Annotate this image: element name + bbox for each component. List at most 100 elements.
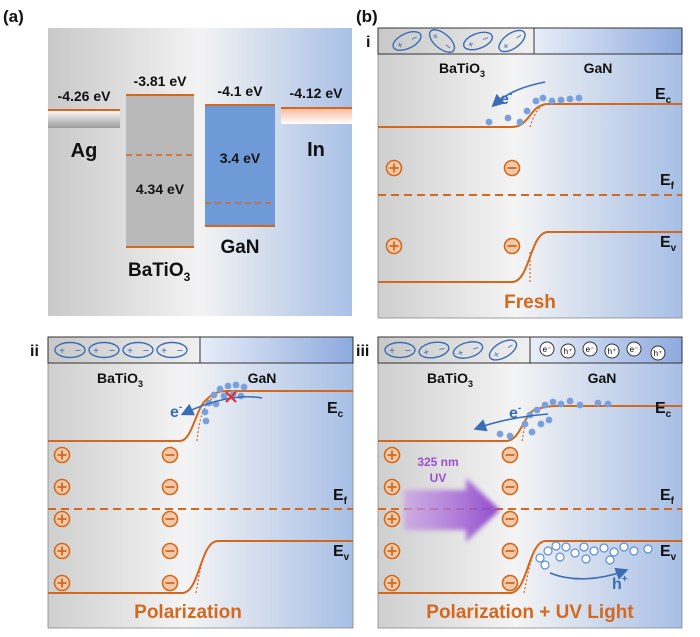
panel-ii-background bbox=[47, 336, 354, 629]
caption-polarization: Polarization bbox=[134, 602, 242, 623]
batio3-region-label: BaTiO3 bbox=[439, 60, 485, 79]
electron-flow-arrow bbox=[180, 395, 263, 416]
positive-charge-icon bbox=[383, 542, 401, 560]
ev-label: Ev bbox=[660, 543, 677, 563]
electron-label: e- bbox=[170, 402, 182, 421]
electron-cloud bbox=[496, 397, 612, 440]
panel-i-background bbox=[377, 27, 683, 319]
batio3-gap-value: 4.34 eV bbox=[136, 181, 185, 197]
electron-cloud bbox=[485, 94, 583, 126]
carrier-icons: e⁻ h⁺ e⁻ h⁺ e⁻ h⁺ bbox=[539, 341, 666, 361]
gan-top-value: -4.1 eV bbox=[217, 83, 263, 99]
negative-charge-icon bbox=[501, 446, 519, 464]
ev-label: Ev bbox=[333, 543, 350, 563]
electron-label: e- bbox=[500, 89, 512, 108]
ec-label: Ec bbox=[327, 400, 344, 420]
ev-label: Ev bbox=[660, 234, 677, 254]
in-label: In bbox=[307, 139, 325, 161]
svg-text:h⁺: h⁺ bbox=[608, 347, 617, 356]
gan-gap-value: 3.4 eV bbox=[220, 150, 261, 166]
gan-strip bbox=[199, 336, 354, 364]
panel-b-i: (b) i BaTiO3 GaN Ec Ef Ev e- bbox=[356, 7, 683, 319]
positive-charge-icon bbox=[383, 510, 401, 528]
panel-label-b: (b) bbox=[356, 7, 378, 26]
panel-a-background bbox=[48, 28, 352, 316]
negative-charge-icon bbox=[501, 542, 519, 560]
barrier-dotted bbox=[196, 396, 215, 442]
batio3-label: BaTiO3 bbox=[128, 260, 191, 284]
positive-charge-icon bbox=[53, 542, 71, 560]
gan-label: GaN bbox=[220, 237, 259, 258]
panel-iii-background bbox=[377, 336, 683, 629]
vb-dotted bbox=[195, 549, 207, 594]
negative-charge-icon bbox=[161, 542, 179, 560]
ag-label: Ag bbox=[71, 140, 98, 162]
negative-charge-icon bbox=[501, 478, 519, 496]
ec-label: Ec bbox=[655, 400, 672, 420]
batio3-strip bbox=[47, 336, 201, 364]
batio3-top-value: -3.81 eV bbox=[134, 73, 188, 89]
positive-charge-icon bbox=[385, 159, 403, 177]
gan-strip bbox=[533, 27, 683, 55]
positive-charge-icon bbox=[53, 574, 71, 592]
batio3-bandgap bbox=[126, 95, 194, 247]
batio3-region-label: BaTiO3 bbox=[97, 370, 143, 389]
negative-charge-icon bbox=[501, 510, 519, 528]
ag-value: -4.26 eV bbox=[58, 88, 112, 104]
ec-label: Ec bbox=[655, 86, 672, 106]
negative-charge-icon bbox=[161, 574, 179, 592]
valence-band bbox=[48, 540, 353, 594]
electron-flow-arrow bbox=[473, 413, 549, 432]
gan-region-label: GaN bbox=[248, 370, 277, 386]
positive-charge-icon bbox=[385, 237, 403, 255]
positive-charge-icon bbox=[383, 446, 401, 464]
negative-charge-icon bbox=[161, 446, 179, 464]
hole-label: h+ bbox=[612, 574, 628, 593]
gan-bandgap bbox=[205, 105, 275, 226]
blocked-cross-icon bbox=[225, 391, 237, 403]
svg-text:e⁻: e⁻ bbox=[586, 345, 595, 354]
uv-label-line2: UV bbox=[430, 471, 447, 485]
uv-light-arrow bbox=[404, 478, 500, 542]
negative-charge-icon bbox=[501, 574, 519, 592]
gan-region-label: GaN bbox=[588, 370, 617, 386]
hole-cloud bbox=[535, 541, 653, 570]
conduction-band bbox=[378, 103, 682, 128]
positive-charge-icon bbox=[383, 574, 401, 592]
ag-bar bbox=[48, 110, 120, 128]
negative-charge-icon bbox=[161, 510, 179, 528]
electron-label: e- bbox=[509, 403, 521, 422]
hole-flow-arrow bbox=[549, 567, 629, 580]
ef-label: Ef bbox=[333, 487, 348, 507]
in-value: -4.12 eV bbox=[290, 85, 344, 101]
panel-label-a: (a) bbox=[3, 7, 24, 26]
negative-charge-icon bbox=[503, 159, 521, 177]
svg-text:h⁺: h⁺ bbox=[564, 347, 573, 356]
caption-polarization-uv: Polarization + UV Light bbox=[426, 602, 634, 623]
negative-charge-icon bbox=[503, 237, 521, 255]
caption-fresh: Fresh bbox=[504, 292, 556, 313]
negative-charge-icon bbox=[161, 478, 179, 496]
svg-text:e⁻: e⁻ bbox=[630, 345, 639, 354]
ef-label: Ef bbox=[660, 172, 675, 192]
ef-label: Ef bbox=[660, 487, 675, 507]
positive-charge-icon bbox=[53, 510, 71, 528]
svg-text:e⁻: e⁻ bbox=[543, 345, 552, 354]
panel-label-i: i bbox=[366, 34, 370, 51]
in-bar bbox=[281, 108, 352, 124]
valence-band bbox=[378, 540, 682, 594]
gan-region-label: GaN bbox=[584, 60, 613, 76]
panel-b-iii: iii e⁻ h⁺ e⁻ h⁺ e⁻ h⁺ BaTiO3 GaN bbox=[356, 335, 683, 629]
electron-flow-arrow bbox=[491, 81, 546, 108]
panel-label-iii: iii bbox=[356, 343, 369, 360]
barrier-dotted bbox=[529, 103, 549, 128]
svg-text:h⁺: h⁺ bbox=[654, 349, 663, 358]
panel-label-ii: ii bbox=[30, 343, 39, 360]
panel-a: (a) -4.26 eV Ag -3.81 eV 4.34 eV BaTiO3 … bbox=[3, 7, 352, 316]
uv-label-line1: 325 nm bbox=[417, 455, 458, 469]
positive-charge-icon bbox=[53, 478, 71, 496]
batio3-region-label: BaTiO3 bbox=[427, 370, 473, 389]
panel-b-ii: ii BaTiO3 GaN Ec Ef Ev e- bbox=[30, 336, 354, 629]
positive-charge-icon bbox=[53, 446, 71, 464]
